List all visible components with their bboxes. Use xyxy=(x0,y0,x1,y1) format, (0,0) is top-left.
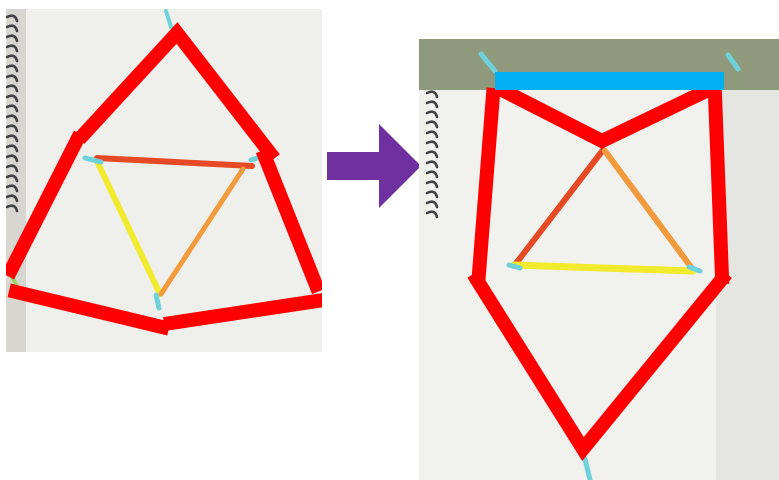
arrow-svg xyxy=(327,124,421,208)
left-photo xyxy=(6,9,322,352)
right-top-bar xyxy=(495,72,724,90)
right-photo-svg xyxy=(419,39,779,480)
right-photo xyxy=(419,39,779,480)
transformation-arrow xyxy=(327,124,421,208)
left-photo-svg xyxy=(6,9,322,352)
